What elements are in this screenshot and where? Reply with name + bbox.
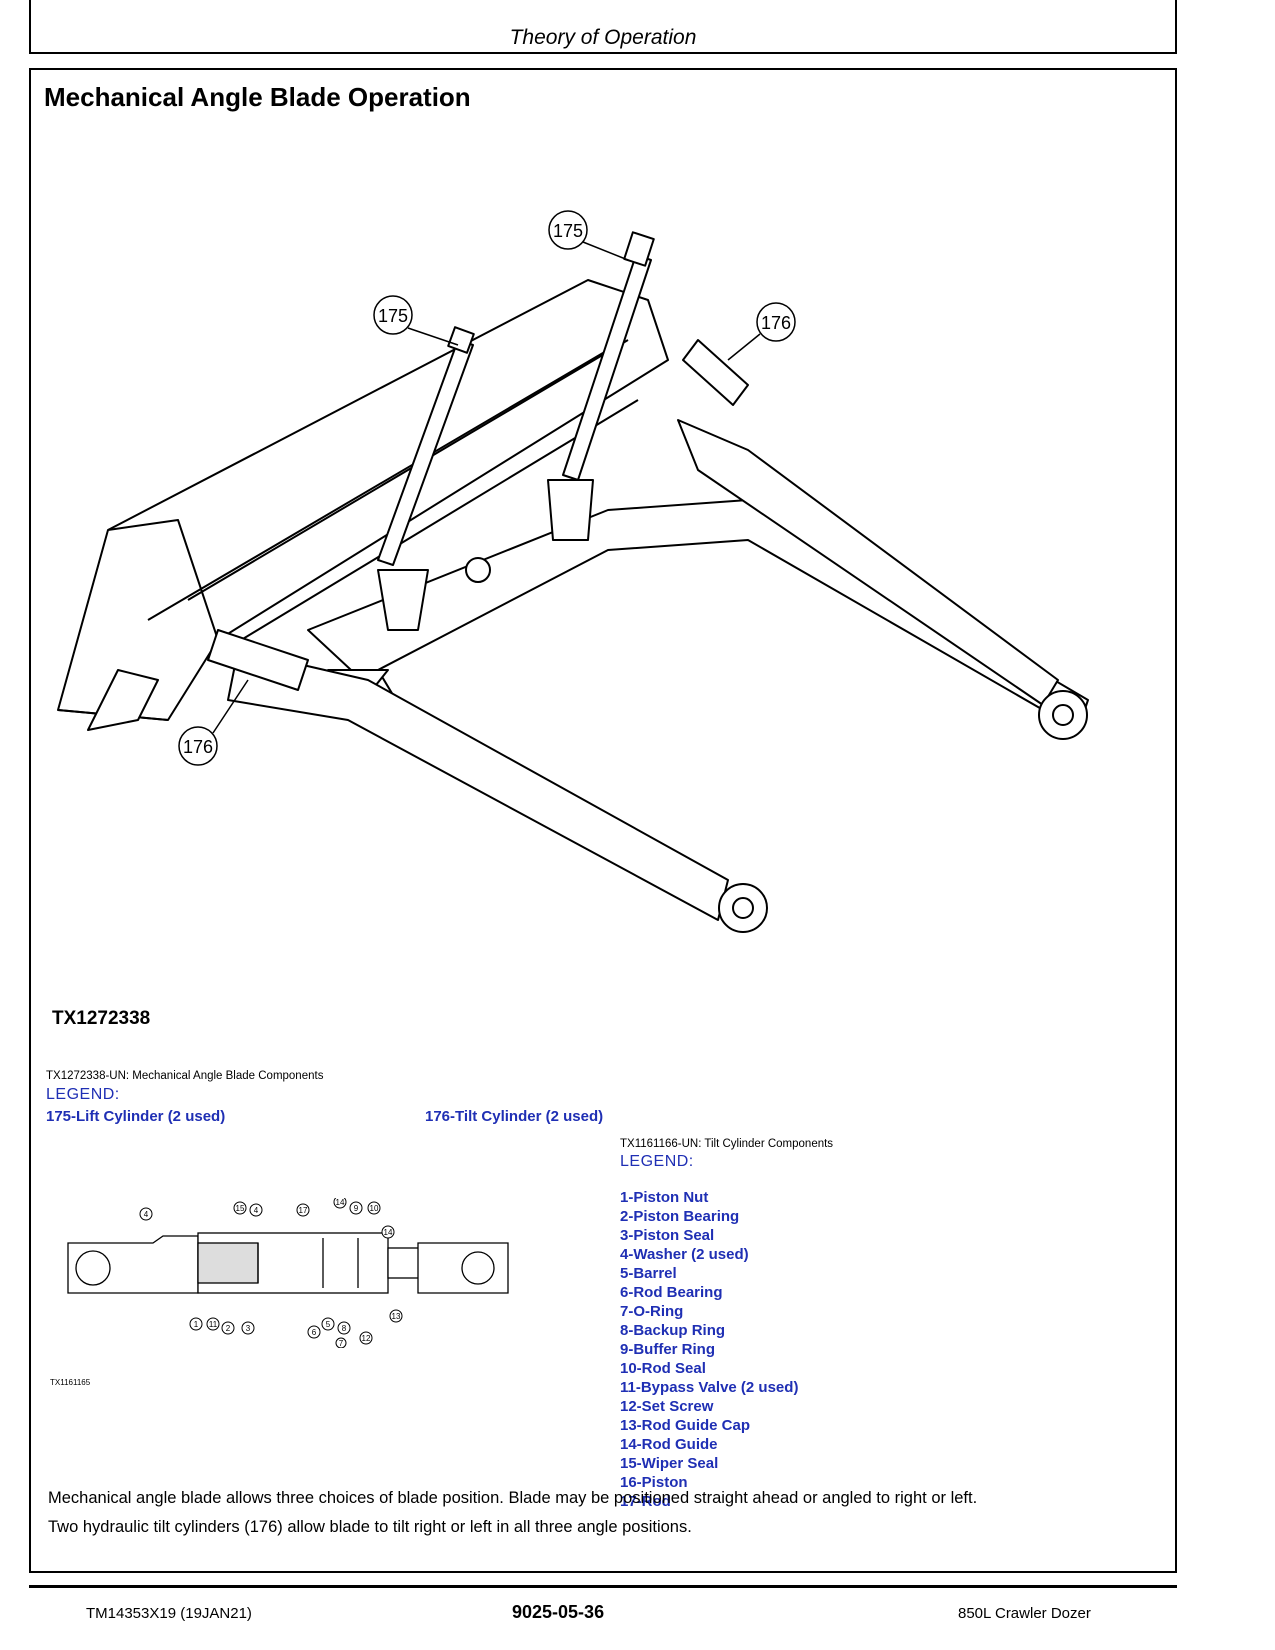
blade [57,279,669,721]
tilt-legend-item: 6-Rod Bearing [620,1284,723,1301]
tilt-legend-item: 3-Piston Seal [620,1227,715,1244]
tilt-legend-item: 17-Rod [620,1493,671,1510]
footer-left: TM14353X19 (19JAN21) [86,1605,252,1622]
svg-text:11: 11 [209,1320,218,1329]
footer-rule [29,1585,1177,1588]
tilt-legend-item: 4-Washer (2 used) [620,1246,749,1263]
tilt-legend-list: 1-Piston Nut 2-Piston Bearing 3-Piston S… [620,1188,798,1511]
svg-text:8: 8 [342,1324,347,1333]
svg-text:176: 176 [183,737,213,757]
tilt-legend-item: 7-O-Ring [620,1303,684,1320]
tilt-legend-item: 12-Set Screw [620,1398,714,1415]
figure-id: TX1272338 [52,1008,151,1029]
tilt-legend-item: 10-Rod Seal [620,1360,706,1377]
left-push-arm [227,649,729,921]
tilt-legend-item: 2-Piston Bearing [620,1208,740,1225]
tilt-cylinder-diagram: 4 15 4 17 14 9 10 14 1 11 2 3 6 5 8 7 12… [67,1198,509,1348]
svg-text:175: 175 [378,306,408,326]
svg-text:5: 5 [326,1320,331,1329]
page-header-title: Theory of Operation [509,26,697,49]
svg-text:15: 15 [236,1204,245,1213]
svg-text:175: 175 [553,221,583,241]
cyl-callout-10: 10 [367,1201,381,1215]
figure-caption: TX1272338-UN: Mechanical Angle Blade Com… [46,1070,324,1082]
tilt-legend-item: 15-Wiper Seal [620,1455,719,1472]
svg-text:4: 4 [254,1206,259,1215]
lift-cylinder-right [562,254,652,481]
page-header-box: Theory of Operation [29,0,1177,54]
tilt-cylinder-left [207,629,309,691]
cyl-callout-12: 12 [359,1331,373,1345]
svg-text:1: 1 [194,1320,199,1329]
tilt-legend-item: 11-Bypass Valve (2 used) [620,1379,799,1396]
legend-item-175: 175-Lift Cylinder (2 used) [46,1108,226,1125]
cyl-callout-8: 8 [337,1321,351,1335]
cyl-callout-3: 3 [241,1321,255,1335]
cyl-callout-2: 2 [221,1321,235,1335]
svg-text:4: 4 [144,1210,149,1219]
tilt-legend-item: 1-Piston Nut [620,1189,709,1206]
svg-text:14: 14 [336,1198,345,1207]
cyl-callout-5: 5 [321,1317,335,1331]
cyl-callout-15: 14 [381,1225,395,1239]
cyl-callout-11: 11 [206,1317,220,1331]
blade-diagram: 175 175 176 176 [57,210,1089,933]
svg-text:12: 12 [362,1334,371,1343]
svg-text:176: 176 [761,313,791,333]
callout-176-left: 176 [178,679,249,766]
cyl-callout-7: 7 [335,1337,347,1348]
lift-cylinder-left [377,339,474,566]
svg-text:14: 14 [384,1228,393,1237]
svg-text:6: 6 [312,1328,317,1337]
tilt-legend-heading: LEGEND: [620,1153,694,1170]
cyl-callout-6: 6 [307,1325,321,1339]
tilt-legend-item: 14-Rod Guide [620,1436,718,1453]
tilt-legend-item: 8-Backup Ring [620,1322,726,1339]
legend-item-176: 176-Tilt Cylinder (2 used) [425,1108,604,1125]
cyl-callout-14: 14 [333,1198,347,1209]
tilt-legend-item: 16-Piston [620,1474,688,1491]
svg-text:7: 7 [339,1339,344,1348]
svg-text:2: 2 [226,1324,231,1333]
body-paragraph-2: Two hydraulic tilt cylinders (176) allow… [48,1518,692,1536]
cyl-callout-17: 17 [296,1203,310,1217]
tilt-legend-item: 13-Rod Guide Cap [620,1417,751,1434]
callout-176-right: 176 [727,302,796,361]
tilt-legend-item: 9-Buffer Ring [620,1341,715,1358]
svg-text:17: 17 [299,1206,308,1215]
section-title: Mechanical Angle Blade Operation [44,82,471,112]
cyl-callout-9: 9 [349,1201,363,1215]
cyl-callout-16: 15 [233,1201,247,1215]
cyl-callout-13: 13 [389,1309,403,1323]
tilt-cylinder-right [682,339,749,406]
svg-text:13: 13 [392,1312,401,1321]
cyl-callout-4b: 4 [249,1203,263,1217]
tilt-small-figure-id: TX1161165 [50,1378,91,1387]
svg-text:9: 9 [354,1204,359,1213]
right-push-arm [677,419,1059,706]
cyl-callout-1: 1 [189,1317,203,1331]
callout-175-upper: 175 [548,210,629,261]
footer-right: 850L Crawler Dozer [958,1605,1091,1622]
cyl-callout-4: 4 [139,1207,153,1221]
footer-page-number: 9025-05-36 [512,1602,605,1622]
body-paragraph-1: Mechanical angle blade allows three choi… [48,1489,978,1507]
svg-text:10: 10 [370,1204,379,1213]
tilt-legend-item: 5-Barrel [620,1265,677,1282]
content-frame [29,68,1177,1573]
tilt-figure-caption: TX1161166-UN: Tilt Cylinder Components [620,1138,834,1150]
callout-175-left: 175 [373,295,459,346]
legend-heading: LEGEND: [46,1086,120,1103]
svg-text:3: 3 [246,1324,251,1333]
